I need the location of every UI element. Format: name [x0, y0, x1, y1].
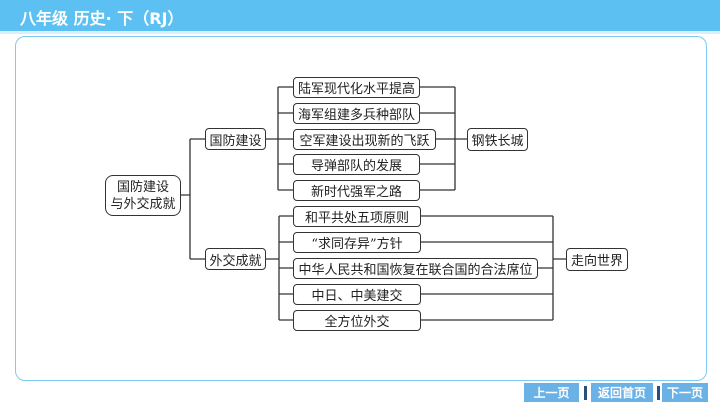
defense-item: 陆军现代化水平提高	[293, 77, 420, 98]
defense-item: 空军建设出现新的飞跃	[293, 129, 436, 150]
root-line2: 与外交成就	[110, 196, 176, 212]
diplomacy-item: 全方位外交	[293, 310, 421, 331]
diplomacy-node: 外交成就	[205, 248, 266, 270]
nav-separator	[657, 386, 660, 400]
next-page-button[interactable]: 下一页	[662, 383, 708, 402]
diplomacy-item: 中华人民共和国恢复在联合国的合法席位	[293, 258, 538, 279]
nav-separator	[584, 386, 587, 400]
home-button[interactable]: 返回首页	[591, 383, 653, 402]
header-divider	[0, 31, 720, 34]
diplomacy-summary: 走向世界	[566, 248, 628, 271]
defense-node: 国防建设	[205, 128, 266, 150]
header-bar: 八年级 历史· 下（RJ）	[0, 0, 720, 31]
diplomacy-item: 中日、中美建交	[293, 284, 421, 305]
page-title: 八年级 历史· 下（RJ）	[20, 9, 184, 28]
defense-item: 海军组建多兵种部队	[293, 103, 420, 124]
root-line1: 国防建设	[116, 179, 169, 195]
diplomacy-item: “求同存异”方针	[293, 232, 421, 253]
prev-page-button[interactable]: 上一页	[524, 383, 579, 402]
defense-item: 导弹部队的发展	[293, 154, 420, 175]
diplomacy-item: 和平共处五项原则	[293, 206, 421, 227]
defense-summary: 钢铁长城	[467, 128, 528, 151]
root-node: 国防建设 与外交成就	[105, 175, 181, 216]
defense-item: 新时代强军之路	[293, 180, 420, 201]
